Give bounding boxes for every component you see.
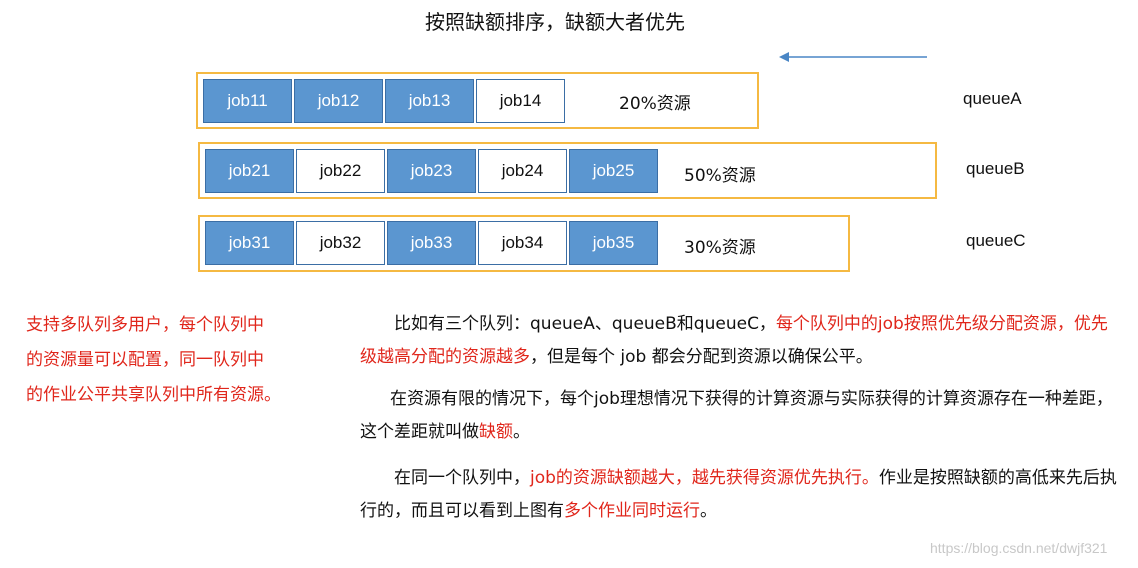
job-cell: job22 [296, 149, 385, 193]
queue-a-jobs: job11 job12 job13 job14 [203, 79, 567, 123]
job-cell: job25 [569, 149, 658, 193]
job-cell: job23 [387, 149, 476, 193]
para1-highlight: 优先级越高分配的资源越多 [360, 314, 1108, 367]
para2-highlight: 缺额 [479, 422, 513, 442]
para3-text: 。 [700, 501, 717, 521]
queue-c-jobs: job31 job32 job33 job34 job35 [205, 221, 660, 265]
job-cell: job21 [205, 149, 294, 193]
job-cell: job12 [294, 79, 383, 123]
paragraph-2: 在资源有限的情况下，每个job理想情况下获得的计算资源与实际获得的计算资源存在一… [360, 383, 1120, 449]
left-note-line: 的资源量可以配置，同一队列中 [26, 350, 264, 370]
job-cell: job31 [205, 221, 294, 265]
left-arrow-icon [779, 52, 927, 62]
para2-text: 在一种差距，这个差距就叫做 [360, 389, 1113, 442]
para1-text: ，但是每个 job 都会分配到资源以确保公平。 [530, 347, 873, 367]
job-cell: job33 [387, 221, 476, 265]
job-cell: job11 [203, 79, 292, 123]
job-cell: job13 [385, 79, 474, 123]
left-note: 支持多队列多用户，每个队列中 的资源量可以配置，同一队列中 的作业公平共享队列中… [26, 308, 316, 413]
para3-text: 在同一个队列中， [394, 468, 530, 488]
job-cell: job35 [569, 221, 658, 265]
job-cell: job34 [478, 221, 567, 265]
watermark: https://blog.csdn.net/dwjf321 [930, 540, 1108, 556]
para3-text: 高低来先后执行的，而且可以看到上图有 [360, 468, 1117, 521]
job-cell: job24 [478, 149, 567, 193]
queue-b-jobs: job21 job22 job23 job24 job25 [205, 149, 660, 193]
queue-a-resource: 20%资源 [619, 94, 691, 114]
queue-c-name: queueC [966, 231, 1026, 250]
para2-text: 在资源有限的情况下，每个job理想情况下获得的计算资源与实际获得的计算资源存 [390, 389, 1011, 409]
left-note-line: 的作业公平共享队列中所有资源。 [26, 385, 281, 405]
diagram-title: 按照缺额排序，缺额大者优先 [425, 10, 685, 34]
paragraph-1: 比如有三个队列：queueA、queueB和queueC，每个队列中的job按照… [360, 308, 1120, 374]
para3-highlight: job的资源缺额越大，越先获得资源优先执行。 [530, 468, 879, 488]
para1-text: 比如有三个队列：queueA、queueB和queueC， [394, 314, 776, 334]
para3-text: 作业是按照缺额的 [878, 468, 1015, 488]
queue-a-name: queueA [963, 89, 1022, 108]
paragraph-3: 在同一个队列中，job的资源缺额越大，越先获得资源优先执行。作业是按照缺额的高低… [360, 462, 1120, 528]
para2-text: 。 [513, 422, 530, 442]
para3-highlight: 多个作业同时运行 [564, 501, 700, 521]
left-note-line: 支持多队列多用户，每个队列中 [26, 315, 264, 335]
job-cell: job14 [476, 79, 565, 123]
para1-highlight: 每个队列中的job按照优先级分配资源， [775, 314, 1074, 334]
job-cell: job32 [296, 221, 385, 265]
queue-c-resource: 30%资源 [684, 238, 756, 258]
queue-b-resource: 50%资源 [684, 166, 756, 186]
queue-b-name: queueB [966, 159, 1025, 178]
